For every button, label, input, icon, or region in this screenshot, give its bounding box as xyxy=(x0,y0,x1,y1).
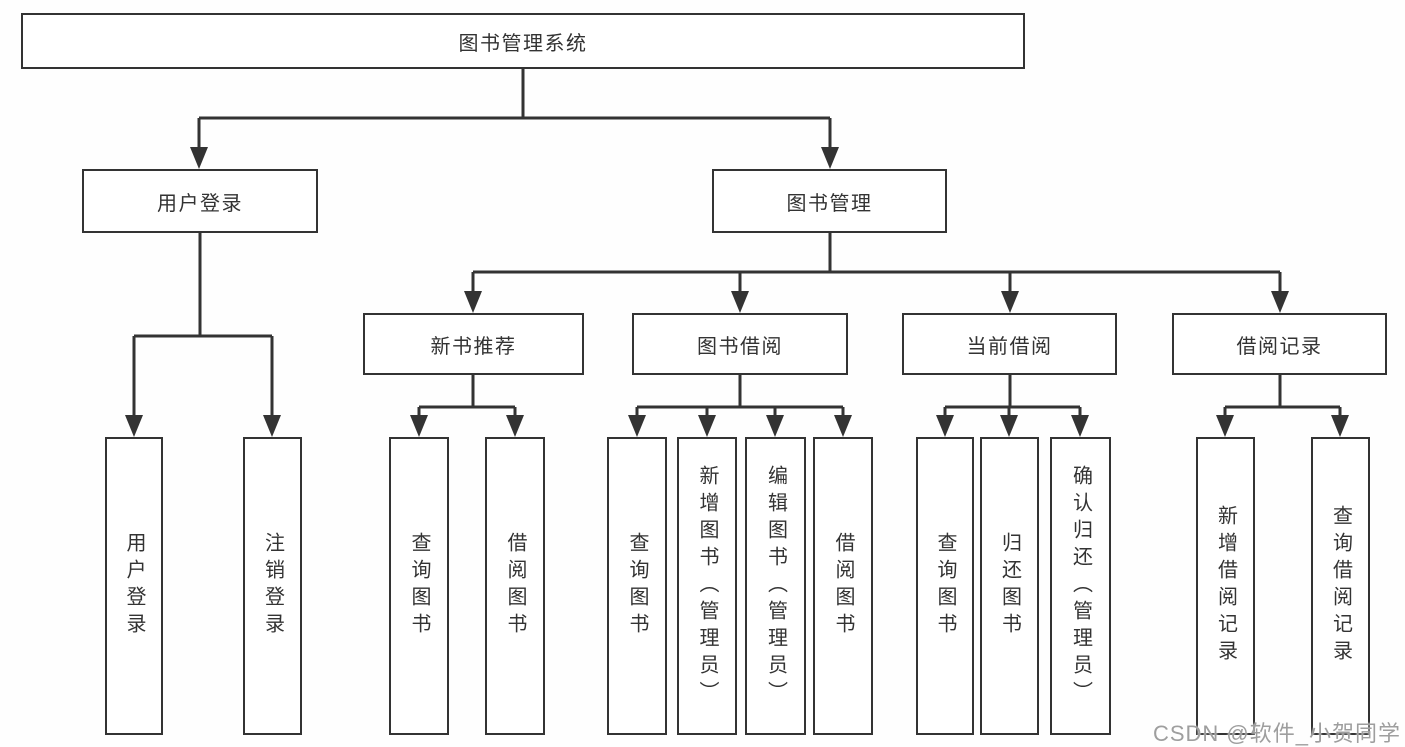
node-label: 新书推荐 xyxy=(430,335,517,358)
node-label: 借阅记录 xyxy=(1236,335,1323,358)
node-leaf-logout: 注销登录 xyxy=(243,437,302,735)
node-label: 确认归还（管理员） xyxy=(1069,464,1092,708)
node-book-borrowing: 图书借阅 xyxy=(632,313,848,375)
node-book-management: 图书管理 xyxy=(712,169,947,233)
node-label: 新增图书（管理员） xyxy=(696,464,718,708)
node-user-login: 用户登录 xyxy=(82,169,318,233)
node-leaf-query-borrow-record: 查询借阅记录 xyxy=(1311,437,1370,735)
node-label: 借阅图书 xyxy=(832,532,854,640)
node-label: 图书借阅 xyxy=(697,335,783,358)
node-label: 查询图书 xyxy=(408,532,430,640)
node-leaf-edit-book-admin: 编辑图书（管理员） xyxy=(745,437,806,735)
node-leaf-borrow-books: 借阅图书 xyxy=(813,437,873,735)
node-label: 查询借阅记录 xyxy=(1329,505,1352,667)
node-label: 图书管理系统 xyxy=(458,32,588,55)
node-borrowing-records: 借阅记录 xyxy=(1172,313,1387,375)
node-label: 用户登录 xyxy=(157,192,243,215)
node-leaf-query-books-recommend: 查询图书 xyxy=(389,437,449,735)
node-label: 图书管理 xyxy=(786,192,873,215)
node-leaf-add-borrow-record: 新增借阅记录 xyxy=(1196,437,1255,735)
node-leaf-query-books-borrowing: 查询图书 xyxy=(607,437,667,735)
node-leaf-user-login: 用户登录 xyxy=(105,437,163,735)
node-label: 用户登录 xyxy=(123,532,145,640)
node-new-book-recommendation: 新书推荐 xyxy=(363,313,584,375)
node-current-borrowing: 当前借阅 xyxy=(902,313,1117,375)
watermark-csdn: CSDN @软件_小贺同学 xyxy=(1152,721,1401,746)
node-label: 查询图书 xyxy=(934,532,956,640)
node-label: 注销登录 xyxy=(261,532,284,640)
node-label: 归还图书 xyxy=(998,532,1021,640)
node-leaf-confirm-return-admin: 确认归还（管理员） xyxy=(1050,437,1111,735)
node-label: 当前借阅 xyxy=(966,335,1053,358)
node-label: 编辑图书（管理员） xyxy=(764,464,787,708)
node-label: 新增借阅记录 xyxy=(1214,505,1237,667)
node-label: 查询图书 xyxy=(626,532,648,640)
node-leaf-return-books: 归还图书 xyxy=(980,437,1039,735)
node-label: 借阅图书 xyxy=(504,532,526,640)
node-library-management-system: 图书管理系统 xyxy=(21,13,1025,69)
node-leaf-borrow-books-recommend: 借阅图书 xyxy=(485,437,545,735)
node-leaf-query-books-current: 查询图书 xyxy=(916,437,974,735)
node-leaf-add-book-admin: 新增图书（管理员） xyxy=(677,437,737,735)
